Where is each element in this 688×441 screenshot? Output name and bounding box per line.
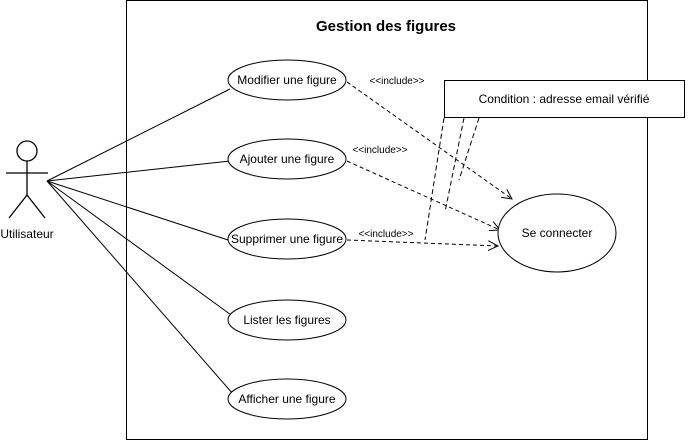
association-afficher bbox=[46, 180, 241, 403]
condition-note-text: Condition : adresse email vérifié bbox=[479, 92, 650, 106]
use-case-modifier-ellipse bbox=[227, 59, 347, 101]
association-ajouter bbox=[46, 160, 231, 182]
actor-right-leg bbox=[26, 194, 46, 219]
associations bbox=[46, 88, 241, 403]
association-lister bbox=[46, 180, 239, 321]
use-case-lister-label: Lister les figures bbox=[243, 313, 330, 327]
use-case-supprimer-ellipse bbox=[227, 218, 347, 260]
use-case-lister: Lister les figures bbox=[227, 299, 347, 341]
note-connector bbox=[444, 117, 465, 213]
condition-note-box bbox=[444, 80, 685, 118]
use-case-afficher-ellipse bbox=[227, 378, 347, 420]
include-edge-supprimer bbox=[346, 239, 498, 246]
actor-label: Utilisateur bbox=[0, 227, 53, 241]
include-label-ajouter: <<include>> bbox=[352, 145, 407, 156]
use-case-connecter-ellipse bbox=[497, 193, 617, 273]
use-case-ajouter: Ajouter une figure bbox=[227, 138, 347, 180]
note-connector bbox=[458, 117, 480, 181]
system-boundary bbox=[126, 0, 648, 440]
use-case-supprimer: Supprimer une figure bbox=[227, 218, 347, 260]
use-case-lister-ellipse bbox=[227, 299, 347, 341]
use-case-ajouter-ellipse bbox=[227, 138, 347, 180]
association-supprimer bbox=[46, 180, 229, 241]
actor-left-leg bbox=[8, 194, 28, 219]
use-case-connecter: Se connecter bbox=[497, 193, 617, 273]
include-edge-ajouter bbox=[346, 160, 500, 230]
note-connectors bbox=[424, 117, 480, 241]
include-edges bbox=[346, 81, 512, 246]
system-title: Gestion des figures bbox=[316, 18, 456, 35]
association-modifier bbox=[46, 88, 231, 182]
use-case-afficher: Afficher une figure bbox=[227, 378, 347, 420]
use-case-connecter-label: Se connecter bbox=[522, 226, 593, 240]
use-case-modifier: Modifier une figure bbox=[227, 59, 347, 101]
use-case-ajouter-label: Ajouter une figure bbox=[240, 152, 335, 166]
use-case-supprimer-label: Supprimer une figure bbox=[231, 232, 343, 246]
include-edge-modifier bbox=[346, 81, 512, 199]
actor-utilisateur bbox=[6, 140, 48, 219]
note-connector bbox=[424, 117, 445, 241]
use-case-afficher-label: Afficher une figure bbox=[238, 392, 335, 406]
include-label-supprimer: <<include>> bbox=[358, 229, 413, 240]
actor-head bbox=[16, 140, 38, 162]
use-case-modifier-label: Modifier une figure bbox=[237, 73, 337, 87]
include-label-modifier: <<include>> bbox=[369, 76, 424, 87]
condition-note: Condition : adresse email vérifié bbox=[444, 80, 685, 118]
